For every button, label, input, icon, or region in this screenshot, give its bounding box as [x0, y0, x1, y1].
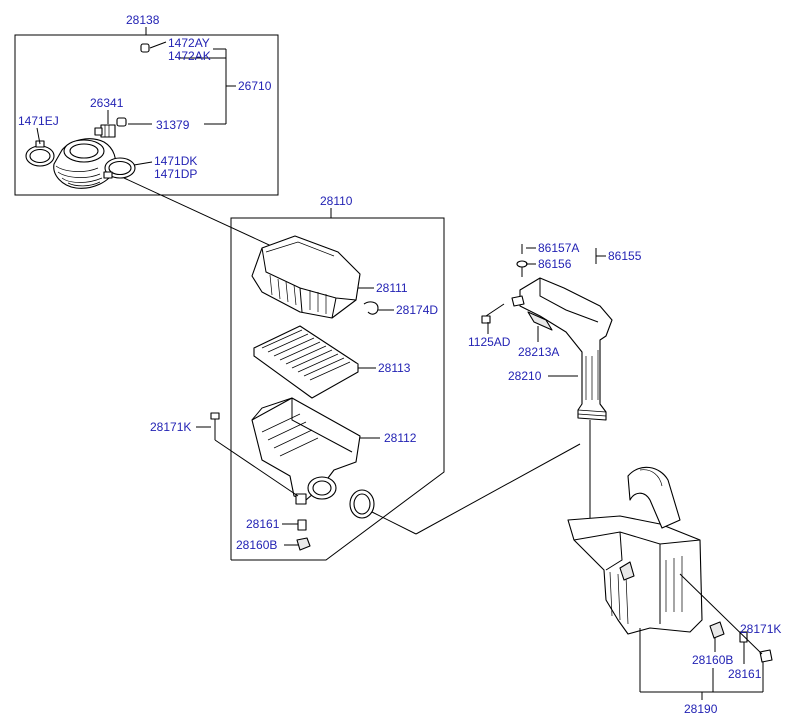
- label-1471DK[interactable]: 1471DK: [154, 154, 197, 168]
- label-28171K-right[interactable]: 28171K: [740, 622, 781, 636]
- intake-duct: [511, 277, 613, 421]
- label-28160B-left[interactable]: 28160B: [236, 538, 277, 552]
- label-28138[interactable]: 28138: [126, 13, 160, 27]
- bolt-28171K-right: [679, 573, 773, 663]
- label-26710[interactable]: 26710: [238, 79, 272, 93]
- part-labels: 28138 1472AY 1472AK 26710 26341 1471EJ 3…: [18, 13, 781, 716]
- clamp-1471EJ: [25, 140, 55, 167]
- bush-28160B-right: [709, 621, 725, 639]
- leader-hose-to-cover: [123, 177, 281, 251]
- label-28174D[interactable]: 28174D: [396, 303, 438, 317]
- intake-hose: [53, 138, 117, 189]
- label-28161-right[interactable]: 28161: [728, 667, 762, 681]
- label-86157A[interactable]: 86157A: [538, 241, 579, 255]
- breather-hose: [116, 43, 178, 127]
- label-28160B-right[interactable]: 28160B: [692, 653, 733, 667]
- nipple-part: [94, 124, 116, 138]
- cleaner-cover: [251, 235, 361, 319]
- label-86155[interactable]: 86155: [608, 249, 642, 263]
- label-1472AK[interactable]: 1472AK: [168, 49, 211, 63]
- box-28138: [14, 27, 279, 196]
- label-28171K-left[interactable]: 28171K: [150, 420, 191, 434]
- outlet-clamp: [349, 489, 375, 519]
- label-28110[interactable]: 28110: [320, 194, 353, 208]
- washer-86156: [516, 260, 528, 277]
- label-86156[interactable]: 86156: [538, 257, 572, 271]
- clip-28174D: [363, 301, 379, 315]
- filter-element: [253, 325, 359, 399]
- bolt-1125AD: [481, 303, 505, 324]
- label-28111[interactable]: 28111: [376, 281, 408, 295]
- bush-28160B-left: [296, 537, 311, 551]
- label-1471DP[interactable]: 1471DP: [154, 167, 197, 181]
- label-28161-left[interactable]: 28161: [246, 517, 280, 531]
- leaders-28110: [196, 287, 581, 546]
- label-26341[interactable]: 26341: [90, 96, 124, 110]
- leaders-resonator: [639, 628, 764, 700]
- label-28190[interactable]: 28190: [684, 702, 718, 716]
- pin-28161-left: [297, 519, 307, 531]
- box-28110: [230, 208, 445, 561]
- label-28112[interactable]: 28112: [384, 431, 417, 445]
- label-28213A[interactable]: 28213A: [518, 345, 559, 359]
- bolt-28171K-left: [210, 412, 220, 440]
- label-28113[interactable]: 28113: [378, 361, 411, 375]
- label-31379[interactable]: 31379: [156, 118, 190, 132]
- clamp-1471DK: [103, 157, 136, 179]
- leaders-duct: [487, 247, 606, 520]
- resonator: [567, 466, 703, 635]
- label-1125AD[interactable]: 1125AD: [468, 335, 511, 349]
- leaders-28138: [36, 41, 236, 166]
- cleaner-body: [251, 397, 361, 505]
- label-28210[interactable]: 28210: [508, 369, 542, 383]
- label-1472AY[interactable]: 1472AY: [168, 36, 210, 50]
- label-1471EJ[interactable]: 1471EJ: [18, 114, 59, 128]
